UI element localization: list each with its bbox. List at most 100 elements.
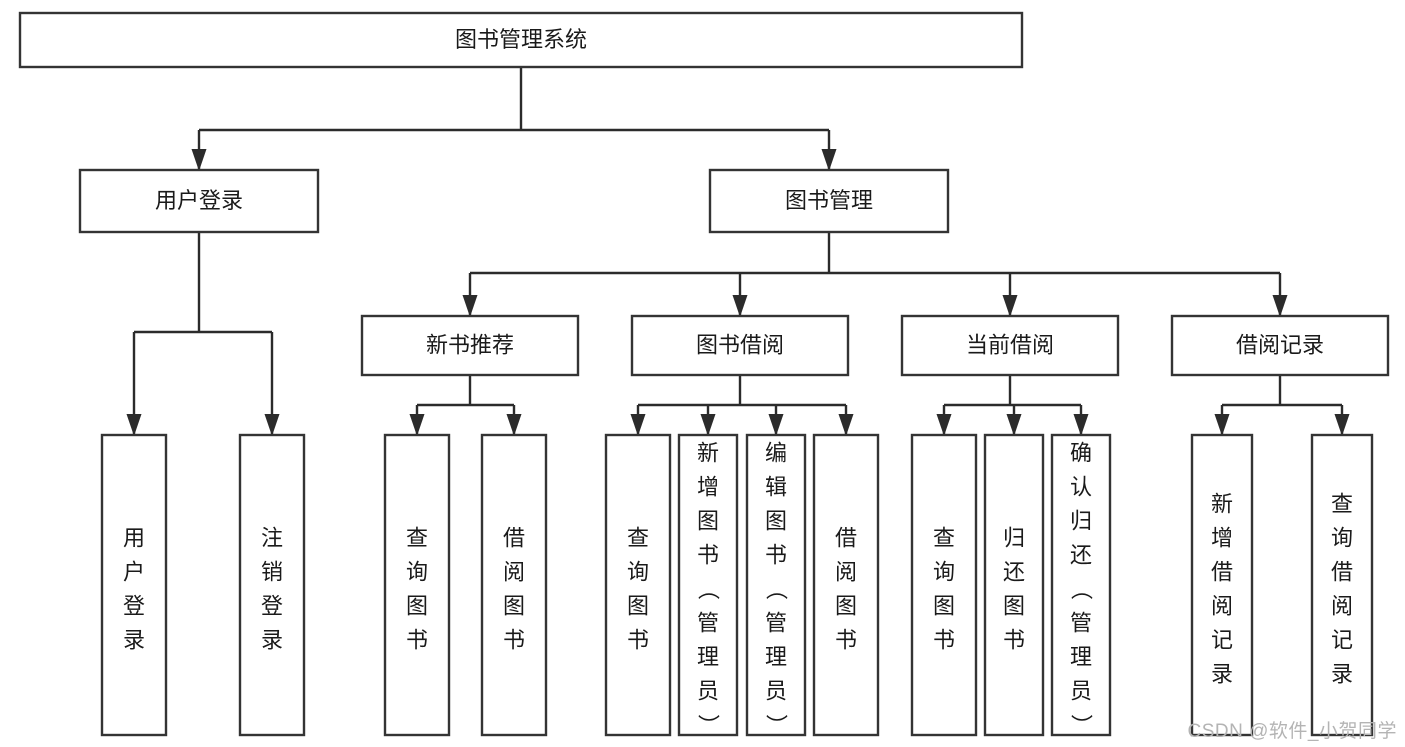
node-label-char: 图 [933, 593, 955, 618]
edge-bus-bookmgmt [470, 232, 1280, 275]
node-label-char: 员 [1070, 678, 1092, 703]
node-box[interactable] [983, 433, 1045, 737]
edge-root-to-bookmgmt [821, 130, 837, 171]
node-label-char: 管 [765, 610, 787, 635]
node-box[interactable] [900, 314, 1120, 377]
node-label-char: 录 [1331, 661, 1353, 686]
node-label-char: 图 [1003, 593, 1025, 618]
node-label-char: 理 [765, 644, 787, 669]
node-label-char: 查 [1331, 491, 1353, 516]
node-label-char: 登 [123, 593, 145, 618]
arrow-head-icon [821, 149, 837, 171]
node-box[interactable] [360, 314, 580, 377]
node-borrow[interactable]: 图书借阅 [630, 314, 850, 377]
node-box[interactable] [238, 433, 306, 737]
node-label-char: 管 [1070, 610, 1092, 635]
node-box[interactable] [78, 168, 320, 234]
node-label-char: 书 [406, 627, 428, 652]
edge-bus-current [944, 375, 1081, 407]
node-box[interactable] [480, 433, 548, 737]
arrow-head-icon [126, 414, 142, 436]
node-label-char: 还 [1070, 542, 1092, 567]
node-box[interactable] [604, 433, 672, 737]
edge-bookmgmt-to-records [1272, 273, 1288, 317]
node-label-char: 阅 [503, 559, 525, 584]
node-label-char: 书 [765, 542, 787, 567]
node-label-char: 录 [1211, 661, 1233, 686]
node-label-char: 书 [1003, 627, 1025, 652]
node-leaf-login-1[interactable]: 用户登录 [100, 433, 168, 737]
node-login[interactable]: 用户登录 [78, 168, 320, 234]
node-label-char: 图 [503, 593, 525, 618]
node-box[interactable] [630, 314, 850, 377]
node-label-char: 记 [1331, 627, 1353, 652]
node-box[interactable] [1190, 433, 1254, 737]
node-label-char: 确 [1070, 440, 1092, 465]
edge-bookmgmt-to-newrec [462, 273, 478, 317]
node-root[interactable]: 图书管理系统 [18, 11, 1024, 69]
node-current[interactable]: 当前借阅 [900, 314, 1120, 377]
node-records[interactable]: 借阅记录 [1170, 314, 1390, 377]
node-box[interactable] [708, 168, 950, 234]
edge-records-to-leaf-record-2 [1334, 405, 1350, 436]
edge-root-to-login [191, 130, 207, 171]
node-box[interactable] [18, 11, 1024, 69]
edge-bus-records [1222, 375, 1342, 407]
node-box[interactable] [677, 433, 739, 737]
edge-newrec-to-leaf-newrec-1 [409, 405, 425, 436]
node-label-char: 新 [697, 440, 719, 465]
node-box[interactable] [1310, 433, 1374, 737]
node-box[interactable] [1050, 433, 1112, 737]
node-label-char: 询 [933, 559, 955, 584]
node-label-char: 图 [765, 508, 787, 533]
node-box[interactable] [383, 433, 451, 737]
node-label: 图书管理 [785, 188, 873, 213]
edge-bus-borrow [638, 375, 846, 407]
node-label-char: 书 [697, 542, 719, 567]
node-label-char: （ [764, 578, 789, 600]
node-label-char: 增 [697, 474, 719, 499]
edge-bookmgmt-to-borrow [732, 273, 748, 317]
edge-login-to-leaf-login-2 [264, 332, 280, 436]
arrow-head-icon [1002, 295, 1018, 317]
connector-layer [126, 67, 1350, 436]
arrow-head-icon [936, 414, 952, 436]
arrow-head-icon [506, 414, 522, 436]
node-label-char: 询 [627, 559, 649, 584]
node-box[interactable] [745, 433, 807, 737]
node-bookmgmt[interactable]: 图书管理 [708, 168, 950, 234]
arrow-head-icon [462, 295, 478, 317]
node-box[interactable] [1170, 314, 1390, 377]
node-layer: 图书管理系统用户登录图书管理新书推荐图书借阅当前借阅借阅记录用户登录注销登录查询… [18, 11, 1390, 737]
node-newrec[interactable]: 新书推荐 [360, 314, 580, 377]
arrow-head-icon [630, 414, 646, 436]
edge-login-to-leaf-login-1 [126, 332, 142, 436]
arrow-head-icon [264, 414, 280, 436]
node-label-char: 图 [835, 593, 857, 618]
node-box[interactable] [910, 433, 978, 737]
node-label-char: 阅 [1331, 593, 1353, 618]
node-label-char: 记 [1211, 627, 1233, 652]
node-label-char: 书 [503, 627, 525, 652]
node-label-char: ） [1069, 714, 1094, 736]
node-box[interactable] [812, 433, 880, 737]
edge-borrow-to-leaf-borrow-1 [630, 405, 646, 436]
arrow-head-icon [409, 414, 425, 436]
edge-bookmgmt-to-current [1002, 273, 1018, 317]
node-box[interactable] [100, 433, 168, 737]
node-label-char: 借 [835, 525, 857, 550]
node-label: 当前借阅 [966, 332, 1054, 357]
